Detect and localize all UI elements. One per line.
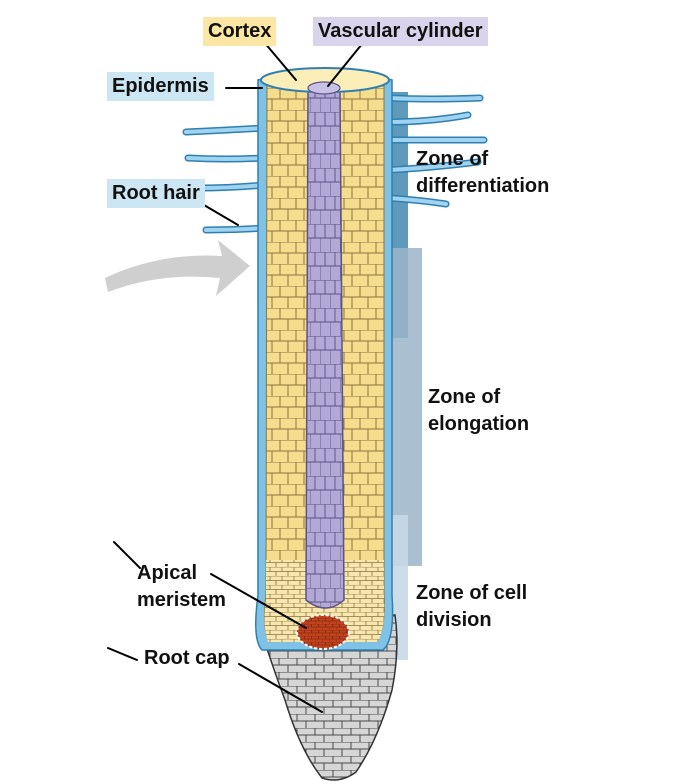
zone-of-elongation-line-2: elongation — [428, 413, 530, 435]
apical-meristem-leader-line-left — [113, 541, 141, 569]
zone-of-elongation-line-1: Zone of — [428, 386, 501, 408]
cortex-label: Cortex — [203, 17, 277, 46]
apical-meristem-line-1: Apical — [137, 562, 198, 584]
cortex-leader-line — [263, 41, 297, 81]
leader-lines — [107, 41, 363, 713]
apical-meristem-label: Apical meristem — [137, 560, 226, 614]
root-cap-leader-line-left — [107, 647, 138, 661]
vascular-cylinder — [305, 85, 345, 609]
root-hair-leader-line — [203, 204, 239, 226]
zone-of-differentiation-line-2: differentiation — [416, 175, 550, 197]
epidermis-label: Epidermis — [107, 72, 214, 101]
zone-of-cell-division-label: Zone of cell division — [416, 580, 527, 634]
apical-meristem — [296, 614, 350, 650]
root-cap-label: Root cap — [144, 647, 230, 669]
root-cap-leader-line — [238, 663, 323, 713]
vascular-cylinder-leader-line — [327, 43, 363, 87]
zone-of-differentiation-line-1: Zone of — [416, 148, 489, 170]
root-hair-label: Root hair — [107, 179, 205, 208]
growth-arrow-icon — [105, 240, 250, 296]
zone-of-elongation-label: Zone of elongation — [428, 384, 529, 438]
zone-of-differentiation-label: Zone of differentiation — [416, 146, 549, 200]
vascular-cylinder-label: Vascular cylinder — [313, 17, 488, 46]
zone-of-cell-division-line-1: Zone of cell — [416, 582, 528, 604]
zone-of-cell-division-line-2: division — [416, 609, 492, 631]
apical-meristem-leader-line — [210, 573, 307, 629]
apical-meristem-line-2: meristem — [137, 589, 226, 611]
vascular-cylinder-top — [307, 81, 341, 95]
